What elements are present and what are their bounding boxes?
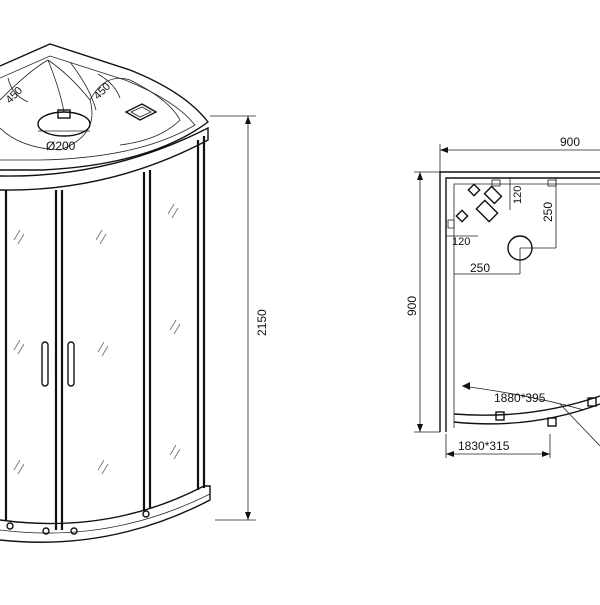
roof-outline [0,43,209,171]
height-label: 2150 [255,309,269,336]
glass-reflections [13,203,181,475]
arrow-head-icon [446,451,454,457]
arrow-head-icon [245,512,251,520]
roof-arch-left [0,59,93,151]
wall-bracket-icon [547,179,557,187]
door-track-curve [453,395,600,416]
leader-line [559,403,600,447]
angle-arc-left [7,77,29,103]
door-rollers [495,397,597,427]
arrow-head-icon [245,116,251,124]
arrow-head-icon [417,424,423,432]
plan-inner-wall [445,177,600,432]
shower-head-mount-icon [57,109,71,119]
roof-inner-rim [0,55,196,161]
door-track-curve-outer [453,403,600,425]
drain-from-side-label: 250 [470,261,490,275]
angle-arc-right [97,73,121,99]
corner-fitting-icon [455,209,469,223]
depth-left-label: 900 [405,296,419,316]
roof-angle-left-label: 450 [4,85,25,106]
plan-inner-wall-2 [453,183,600,428]
wall-bracket-icon [447,219,455,229]
arrow-head-icon [462,382,470,390]
door-handle-right[interactable] [67,341,75,387]
shower-head-diameter-label: Ø200 [46,139,76,153]
tray-edge [0,493,211,534]
wall-bracket-icon [491,179,501,187]
tray-feet [6,510,150,535]
front-view: 450 450 Ø200 [0,43,269,543]
roof-support-line [47,59,65,113]
inner-door-arc [461,385,585,411]
width-top-label: 900 [560,135,580,149]
inner-door-label: 1880*395 [494,391,546,405]
shower-tray [0,485,211,543]
drain-from-back-label: 250 [541,202,555,222]
plan-outer-wall [439,171,600,432]
arrow-head-icon [417,172,423,180]
offset-120-left-label: 120 [452,236,470,248]
arrow-head-icon [440,147,448,153]
roof-support-line [69,61,97,111]
offset-120-top-label: 120 [512,186,524,204]
arrow-head-icon [542,451,550,457]
corner-fitting-icon [467,183,481,197]
outer-door-label: 1830*315 [458,439,510,453]
plan-view: 900 900 120 120 250 250 [405,135,600,458]
shower-head-icon [37,111,91,137]
door-handle-left[interactable] [41,341,49,387]
vent-icon [475,199,499,223]
corner-fitting-icon [483,185,503,205]
roof-angle-right-label: 450 [92,81,113,102]
cabin-top-band [0,126,209,191]
roof-arch-right [89,77,181,146]
vent-icon [124,103,158,121]
